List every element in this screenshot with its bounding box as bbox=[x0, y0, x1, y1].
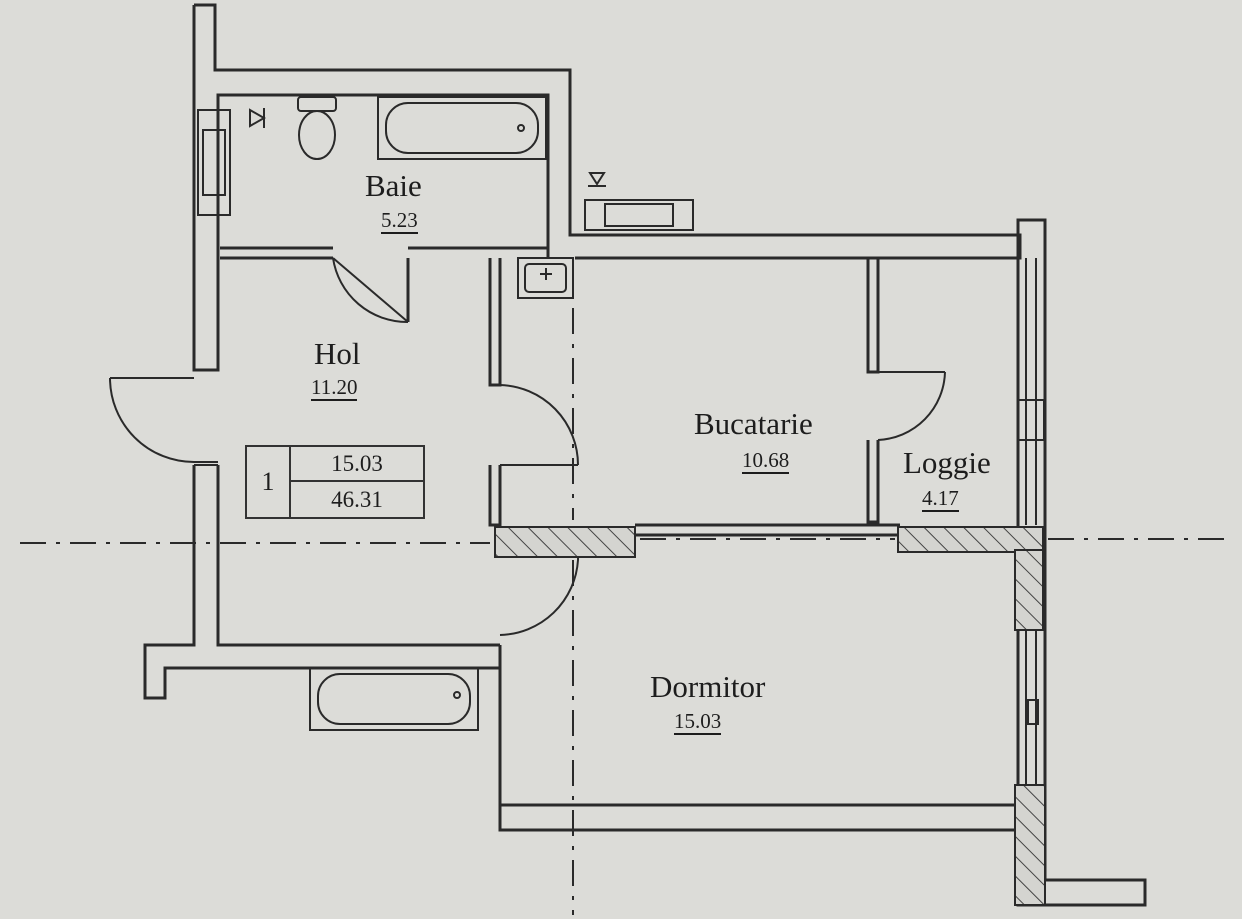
apartment-room-count: 1 bbox=[247, 447, 291, 517]
window-baie-left bbox=[197, 109, 231, 216]
sink-icon bbox=[517, 257, 574, 299]
apartment-living-area: 15.03 bbox=[291, 447, 423, 482]
structural-walls bbox=[494, 526, 1046, 906]
wall-loggie bbox=[866, 218, 1147, 907]
wall-kitchen-bedroom bbox=[635, 523, 900, 537]
room-area-dormitor: 15.03 bbox=[674, 709, 722, 735]
toilet-icon bbox=[297, 96, 337, 160]
room-area-baie: 5.23 bbox=[381, 208, 418, 234]
room-name-hol: Hol bbox=[314, 336, 361, 371]
bathtub-icon bbox=[377, 96, 547, 160]
door-swing-icon bbox=[109, 257, 946, 636]
vent-symbol-icon bbox=[249, 108, 606, 187]
bathtub-lower-icon bbox=[309, 667, 479, 731]
room-area-loggie: 4.17 bbox=[922, 486, 959, 512]
wall-left-upper bbox=[192, 3, 1022, 372]
room-name-baie: Baie bbox=[365, 168, 422, 203]
wall-hol-kitchen bbox=[488, 258, 502, 527]
axis-lines bbox=[20, 258, 1230, 915]
apartment-summary-table: 1 15.03 46.31 bbox=[245, 445, 425, 519]
room-area-bucatarie: 10.68 bbox=[742, 448, 790, 474]
wall-hol-left bbox=[143, 465, 1020, 832]
room-name-bucatarie: Bucatarie bbox=[694, 406, 813, 441]
radiator-icon bbox=[584, 199, 694, 231]
room-area-hol: 11.20 bbox=[311, 375, 358, 401]
room-name-loggie: Loggie bbox=[903, 445, 991, 480]
apartment-total-area: 46.31 bbox=[331, 486, 383, 512]
room-name-dormitor: Dormitor bbox=[650, 669, 766, 704]
wall-baie-bottom bbox=[220, 246, 548, 322]
window-right-wall bbox=[1017, 258, 1045, 785]
